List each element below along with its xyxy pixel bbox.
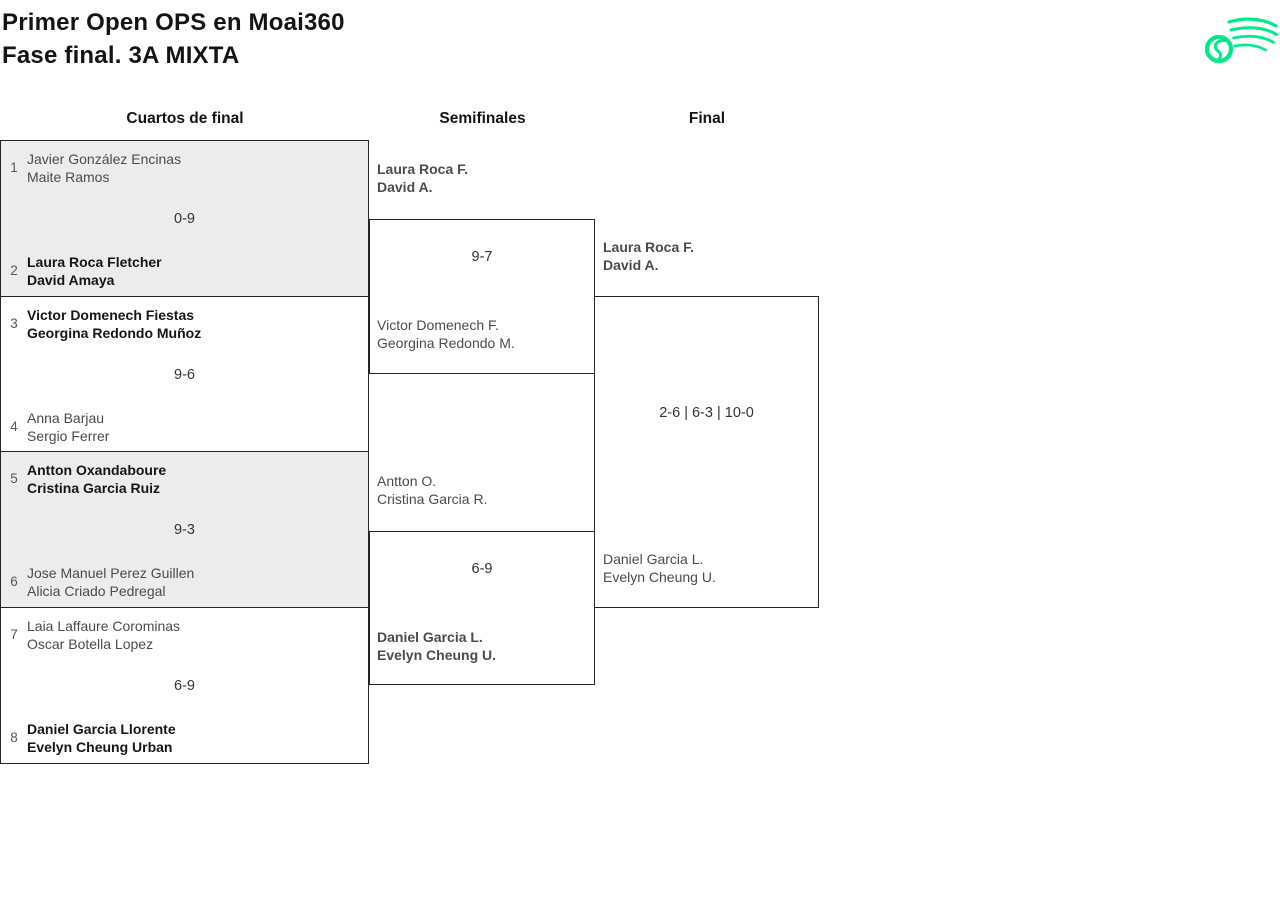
tournament-title: Primer Open OPS en Moai360 <box>2 9 345 36</box>
player-name: Daniel Garcia L. <box>377 629 483 645</box>
player-name: Daniel Garcia L. <box>603 551 704 567</box>
player-name: David A. <box>377 179 433 195</box>
player-name: Cristina Garcia Ruiz <box>27 480 161 496</box>
match-score: 6-9 <box>471 561 493 577</box>
match-score: 0-9 <box>174 211 195 227</box>
player-name: Georgina Redondo M. <box>377 335 515 351</box>
final-team-b: Daniel Garcia L. Evelyn Cheung U. <box>603 550 716 586</box>
player-name: Laia Laffaure Corominas <box>27 618 181 634</box>
quarterfinal-match-3: 5 Antton Oxandaboure Cristina Garcia Rui… <box>0 451 369 608</box>
round-header-quarterfinals: Cuartos de final <box>126 110 244 127</box>
qf4-team-a: Laia Laffaure Corominas Oscar Botella Lo… <box>27 617 360 653</box>
player-name: David Amaya <box>27 272 115 288</box>
qf2-team-a: Victor Domenech Fiestas Georgina Redondo… <box>27 306 360 342</box>
player-name: Victor Domenech F. <box>377 317 499 333</box>
sf1-team-a: Laura Roca F. David A. <box>377 160 468 196</box>
player-name: Jose Manuel Perez Guillen <box>27 565 195 581</box>
ball-swoosh-logo <box>1204 17 1278 64</box>
match-score: 9-3 <box>174 522 195 538</box>
player-name: Daniel Garcia Llorente <box>27 721 176 737</box>
match-score: 9-7 <box>471 249 493 265</box>
player-name: Alicia Criado Pedregal <box>27 583 166 599</box>
qf2-team-b: Anna Barjau Sergio Ferrer <box>27 409 360 445</box>
phase-subtitle: Fase final. 3A MIXTA <box>2 42 240 69</box>
player-name: Sergio Ferrer <box>27 428 110 444</box>
seed-number: 4 <box>10 419 18 434</box>
player-name: Cristina Garcia R. <box>377 491 488 507</box>
qf3-team-b: Jose Manuel Perez Guillen Alicia Criado … <box>27 564 360 600</box>
seed-number: 3 <box>10 316 18 331</box>
player-name: Georgina Redondo Muñoz <box>27 325 202 341</box>
player-name: Antton O. <box>377 473 437 489</box>
player-name: Evelyn Cheung Urban <box>27 739 173 755</box>
qf3-team-a: Antton Oxandaboure Cristina Garcia Ruiz <box>27 461 360 497</box>
qf4-team-b: Daniel Garcia Llorente Evelyn Cheung Urb… <box>27 720 360 756</box>
semifinal-match-2-box <box>369 531 595 685</box>
player-name: Laura Roca Fletcher <box>27 254 162 270</box>
quarterfinal-match-1: 1 Javier González Encinas Maite Ramos 0-… <box>0 140 369 297</box>
page-header: Primer Open OPS en Moai360 Fase final. 3… <box>2 6 345 72</box>
qf1-team-a: Javier González Encinas Maite Ramos <box>27 150 360 186</box>
seed-number: 1 <box>10 160 18 175</box>
player-name: Oscar Botella Lopez <box>27 636 154 652</box>
seed-number: 7 <box>10 627 18 642</box>
seed-number: 5 <box>10 471 18 486</box>
sf2-team-b: Daniel Garcia L. Evelyn Cheung U. <box>377 628 496 664</box>
player-name: David A. <box>603 257 659 273</box>
match-score: 6-9 <box>174 678 195 694</box>
round-header-semifinals: Semifinales <box>439 110 526 127</box>
quarterfinal-match-2: 3 Victor Domenech Fiestas Georgina Redon… <box>0 296 369 452</box>
seed-number: 2 <box>10 263 18 278</box>
match-score: 9-6 <box>174 367 195 383</box>
player-name: Anna Barjau <box>27 410 105 426</box>
sf1-team-b: Victor Domenech F. Georgina Redondo M. <box>377 316 515 352</box>
sf2-team-a: Antton O. Cristina Garcia R. <box>377 472 487 508</box>
player-name: Antton Oxandaboure <box>27 462 167 478</box>
player-name: Laura Roca F. <box>377 161 469 177</box>
player-name: Evelyn Cheung U. <box>377 647 497 663</box>
player-name: Evelyn Cheung U. <box>603 569 716 585</box>
final-score: 2-6 | 6-3 | 10-0 <box>659 405 754 421</box>
round-header-final: Final <box>688 110 726 127</box>
seed-number: 6 <box>10 574 18 589</box>
final-match-box <box>594 296 819 608</box>
player-name: Victor Domenech Fiestas <box>27 307 195 323</box>
player-name: Maite Ramos <box>27 169 110 185</box>
seed-number: 8 <box>10 730 18 745</box>
quarterfinal-match-4: 7 Laia Laffaure Corominas Oscar Botella … <box>0 607 369 764</box>
player-name: Javier González Encinas <box>27 151 182 167</box>
final-team-a: Laura Roca F. David A. <box>603 238 694 274</box>
player-name: Laura Roca F. <box>603 239 695 255</box>
qf1-team-b: Laura Roca Fletcher David Amaya <box>27 253 360 289</box>
